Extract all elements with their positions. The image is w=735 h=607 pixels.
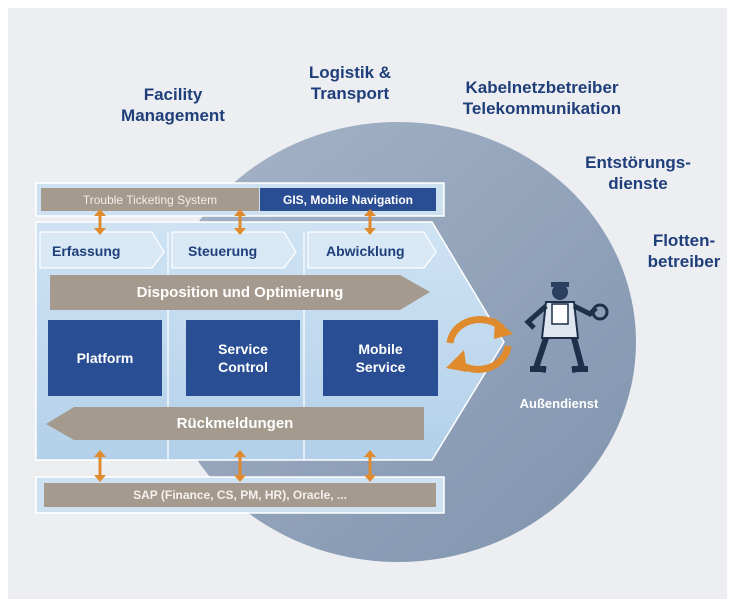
- rueckmeldungen-label: Rückmeldungen: [176, 415, 294, 432]
- trouble-ticketing-label: Trouble Ticketing System: [82, 192, 218, 207]
- sector-flottenbetreiber: Flotten- betreiber: [647, 231, 721, 271]
- platform-box: [48, 320, 162, 396]
- double-arrow-icon: [94, 450, 106, 482]
- mobile-service-label: Mobile Service: [355, 341, 406, 375]
- double-arrow-icon: [94, 209, 106, 235]
- phase-steuerung: Steuerung: [188, 243, 258, 259]
- rueckmeldungen-arrow: [46, 407, 424, 440]
- double-arrow-icon: [364, 209, 376, 235]
- tab-erfassung: [39, 231, 165, 269]
- sector-facility-management: Facility Management: [121, 85, 225, 125]
- field-worker-icon: [524, 282, 609, 373]
- exchange-arrow-head: [494, 318, 513, 339]
- platform-label: Platform: [76, 350, 134, 366]
- gis-label: GIS, Mobile Navigation: [282, 192, 413, 207]
- disposition-arrow: [50, 275, 430, 310]
- trouble-ticketing-bar: [41, 188, 259, 211]
- double-arrow-icon: [364, 450, 376, 482]
- gis-bar: [260, 188, 436, 211]
- field-service-label: Außendienst: [519, 396, 599, 411]
- sector-kabelnetz-telekom: Kabelnetzbetreiber Telekommunikation: [462, 78, 622, 118]
- mobile-service-box: [323, 320, 438, 396]
- sector-entstoerungsdienste: Entstörungs- dienste: [585, 153, 691, 193]
- tab-abwicklung: [307, 231, 437, 269]
- backend-bar: [44, 483, 436, 507]
- double-arrow-icon: [234, 209, 246, 235]
- service-control-label: Service Control: [218, 341, 268, 375]
- backend-label: SAP (Finance, CS, PM, HR), Oracle, ...: [133, 488, 347, 502]
- exchange-arrow-head: [446, 350, 467, 372]
- phase-erfassung: Erfassung: [52, 243, 121, 259]
- double-arrow-icon: [234, 450, 246, 482]
- service-control-box: [186, 320, 300, 396]
- phase-abwicklung: Abwicklung: [326, 243, 405, 259]
- tab-steuerung: [171, 231, 297, 269]
- sector-logistik-transport: Logistik & Transport: [308, 63, 392, 103]
- disposition-label: Disposition und Optimierung: [136, 284, 344, 301]
